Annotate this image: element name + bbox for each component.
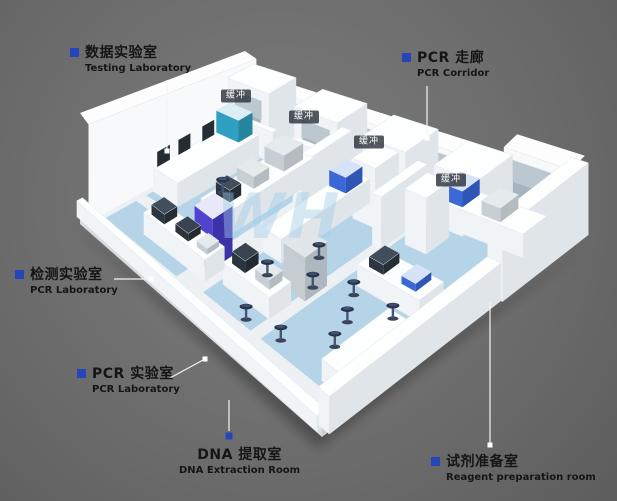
callout-pcr-corridor: PCR 走廊 PCR Corridor [402, 47, 489, 79]
room-name-zh: DNA 提取室 [197, 447, 282, 463]
room-name-zh: 数据实验室 [85, 45, 158, 61]
room-name-zh: 检测实验室 [30, 267, 103, 283]
label-marker-square [15, 269, 24, 279]
label-marker-square [402, 52, 411, 62]
buffer-room-badge: 缓冲 [353, 135, 385, 149]
buffer-room-badge: 缓冲 [288, 110, 320, 124]
callout-testing-laboratory: 数据实验室 Testing Laboratory [70, 42, 191, 74]
buffer-room-badge: 缓冲 [435, 173, 467, 187]
buffer-room-label: 缓冲 [225, 90, 247, 101]
room-name-zh: 试剂准备室 [446, 454, 519, 470]
callout-reagent-preparation-room: 试剂准备室 Reagent preparation room [431, 451, 596, 483]
buffer-room-label: 缓冲 [440, 174, 462, 185]
label-marker-square [70, 47, 79, 57]
room-name-en: PCR Corridor [417, 68, 490, 79]
room-name-en: PCR Laboratory [30, 285, 118, 296]
room-name-en: PCR Laboratory [92, 384, 180, 395]
room-name-zh: PCR 走廊 [417, 50, 485, 66]
room-name-en: DNA Extraction Room [179, 465, 301, 476]
callout-pcr-laboratory: PCR 实验室 PCR Laboratory [77, 363, 180, 395]
label-marker-square [77, 368, 86, 378]
buffer-room-label: 缓冲 [293, 111, 315, 122]
label-marker-square [431, 456, 440, 466]
buffer-room-label: 缓冲 [358, 136, 380, 147]
callout-detection-laboratory: 检测实验室 PCR Laboratory [15, 264, 118, 296]
room-name-en: Testing Laboratory [85, 63, 192, 74]
callout-dna-extraction-room: DNA 提取室 DNA Extraction Room [179, 444, 300, 476]
room-name-zh: PCR 实验室 [92, 366, 174, 382]
buffer-room-badge: 缓冲 [220, 89, 252, 103]
room-name-en: Reagent preparation room [446, 472, 596, 483]
